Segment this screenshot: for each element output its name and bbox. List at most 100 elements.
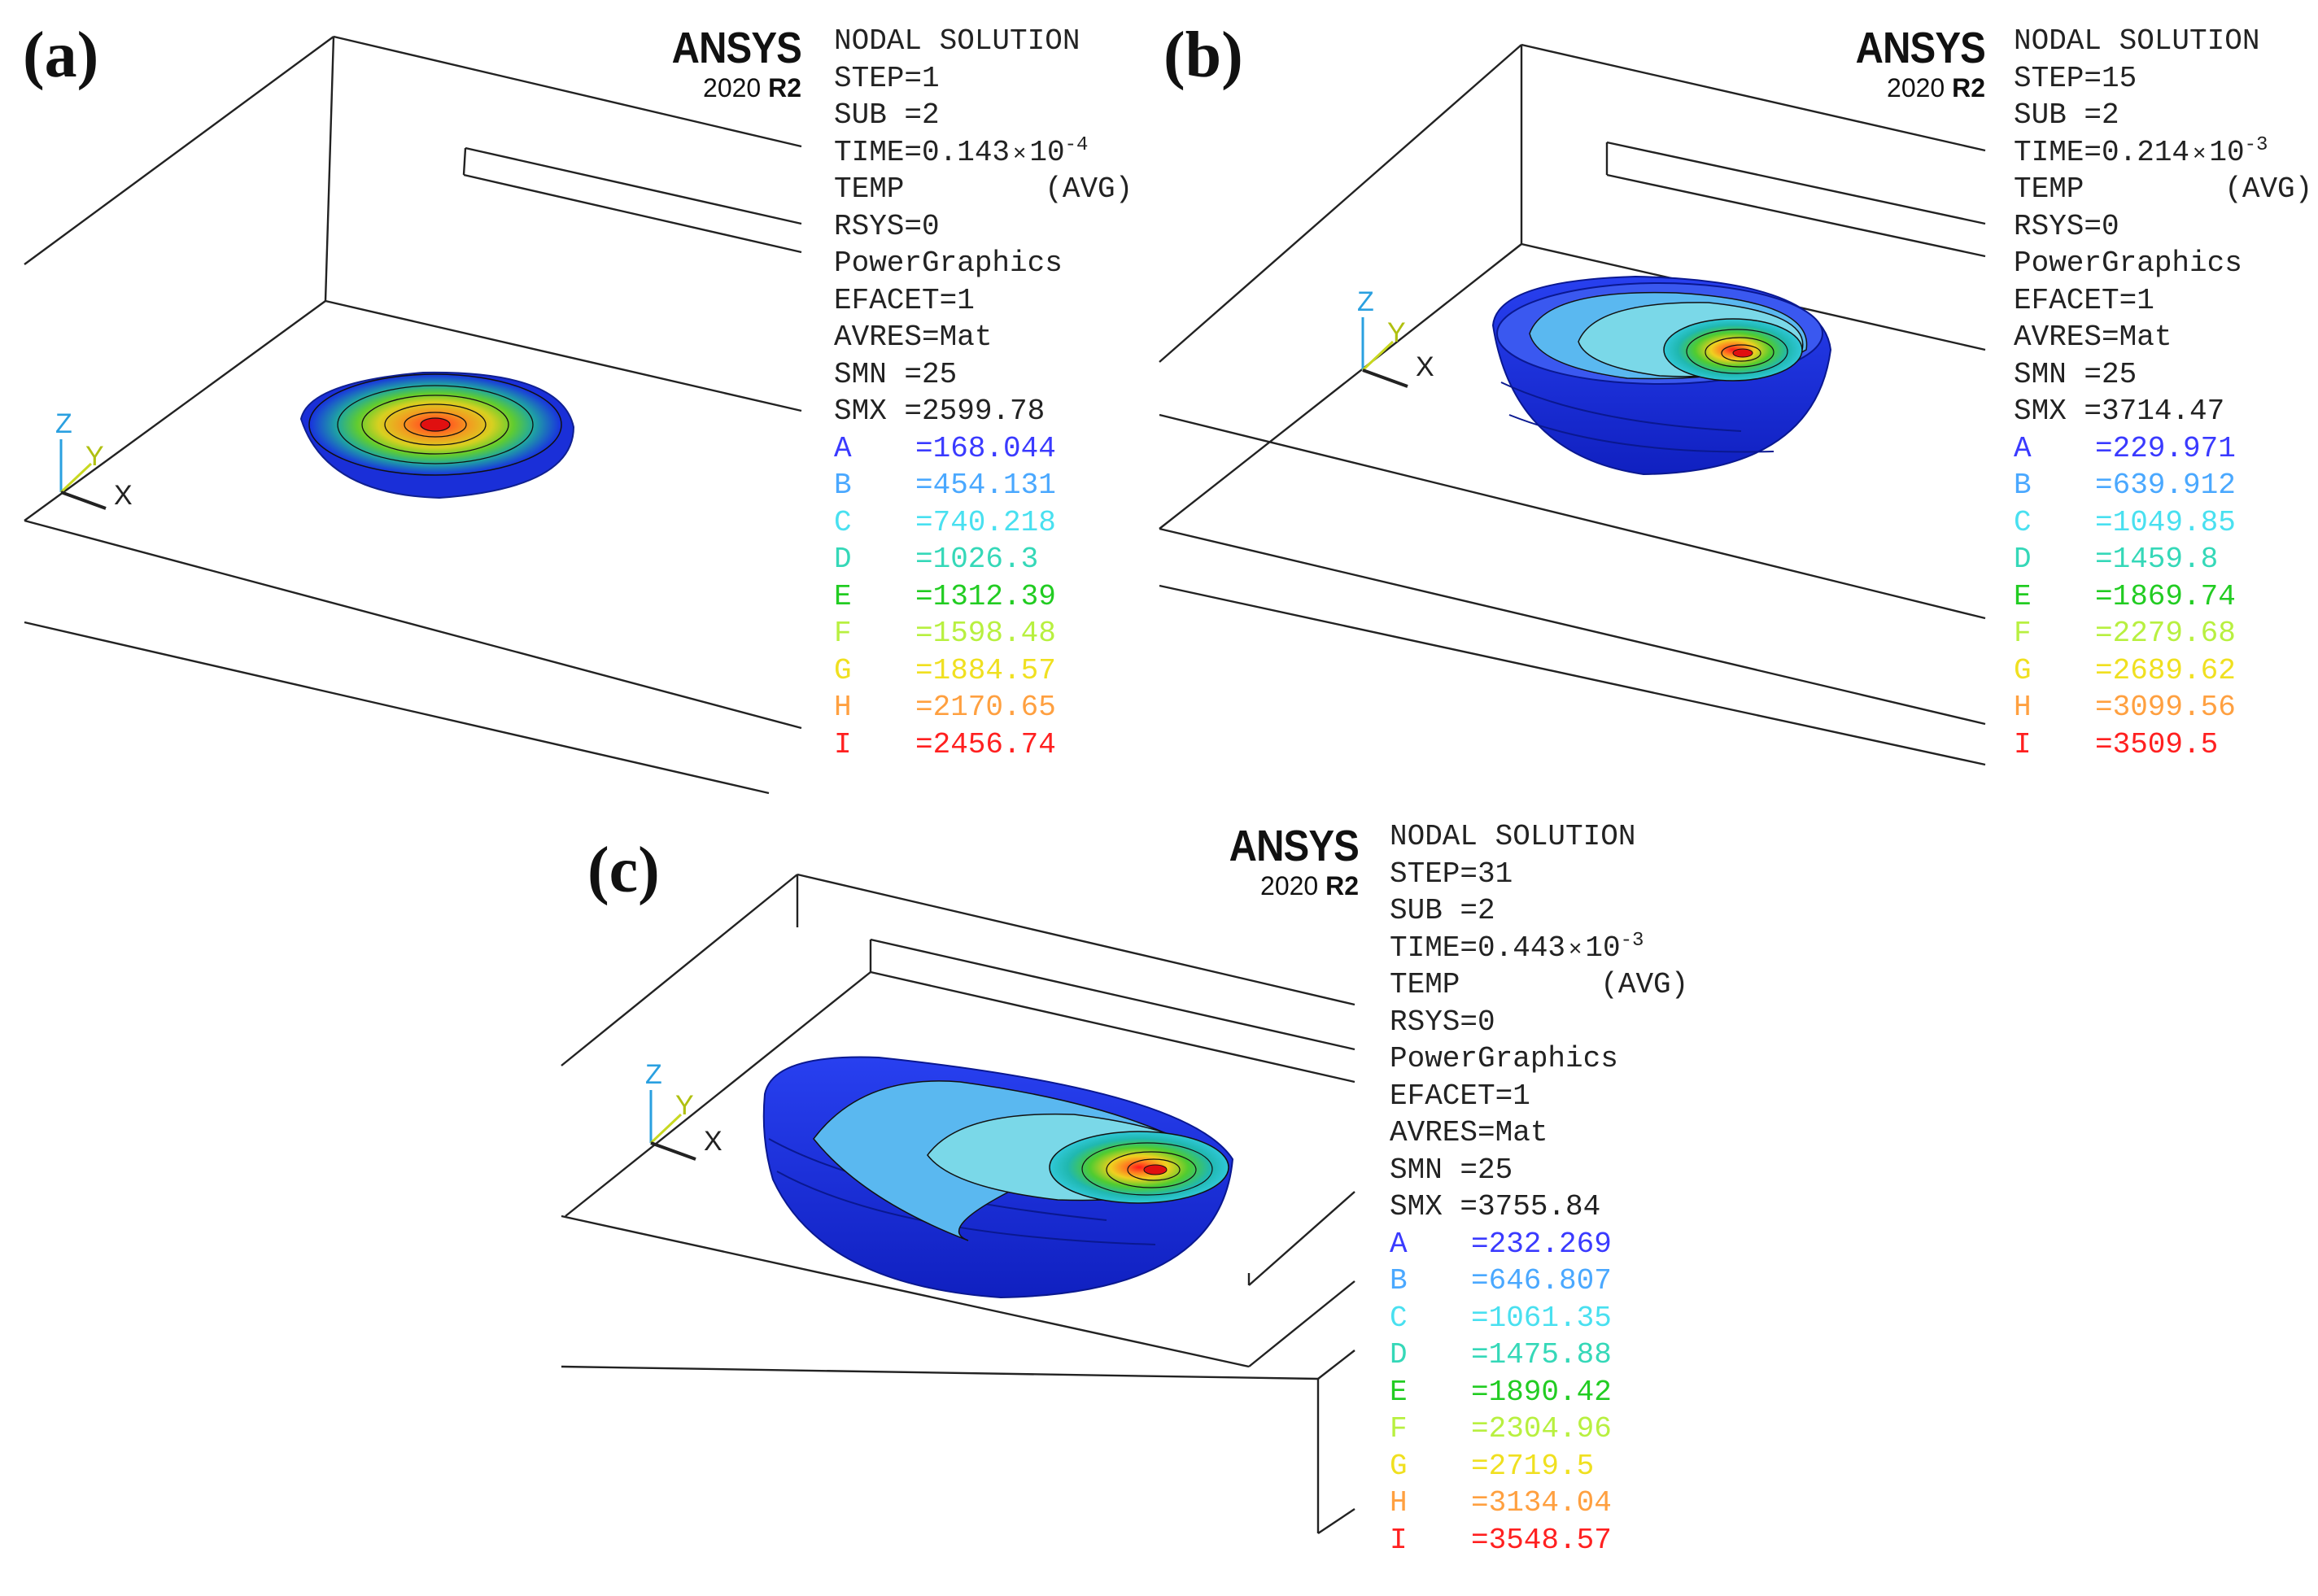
contour-letter: B xyxy=(2014,469,2032,502)
legend-header-line: NODAL SOLUTION xyxy=(834,24,1080,58)
ansys-release: R2 xyxy=(768,73,801,102)
contour-value: =1869.74 xyxy=(2095,579,2236,613)
contour-letter: D xyxy=(834,543,852,576)
contour-letter: E xyxy=(834,579,852,613)
contour-entry-b: B=646.807 xyxy=(1390,1262,1688,1300)
panel-a-geometry xyxy=(24,35,802,795)
contour-value: =2456.74 xyxy=(915,727,1056,761)
panel-label-c: (c) xyxy=(587,835,660,906)
contour-value: =3099.56 xyxy=(2095,691,2236,724)
contour-value: =232.269 xyxy=(1471,1227,1612,1261)
axis-z-label: Z xyxy=(1357,286,1374,317)
legend-info-line: RSYS=0 xyxy=(834,209,940,243)
legend-info-line: SMN =25 xyxy=(834,357,958,391)
contour-value: =1026.3 xyxy=(915,543,1039,576)
ansys-release: R2 xyxy=(1325,871,1359,900)
legend-info-line: TEMP (AVG) xyxy=(2014,172,2313,206)
ansys-release: R2 xyxy=(1952,73,1985,102)
legend-info-line: PowerGraphics xyxy=(2014,246,2242,280)
contour-entry-c: C =740.218 xyxy=(834,504,1133,542)
legend-header-line: NODAL SOLUTION xyxy=(1390,820,1636,853)
ansys-brand: ANSYS xyxy=(1229,822,1360,870)
contour-entry-e: E=1890.42 xyxy=(1390,1374,1688,1411)
contour-value: =740.218 xyxy=(915,505,1056,539)
legend-info-line: SMN =25 xyxy=(2014,357,2137,391)
legend-header-line: STEP=31 xyxy=(1390,857,1513,891)
contour-entry-f: F =1598.48 xyxy=(834,615,1133,652)
legend-header-line: SUB =2 xyxy=(2014,98,2119,132)
contour-letter: C xyxy=(1390,1301,1408,1335)
legend-info-line: AVRES=Mat xyxy=(2014,321,2172,354)
contour-entry-e: E=1869.74 xyxy=(2014,578,2312,616)
axis-y-label: Y xyxy=(1387,317,1406,348)
ansys-brand: ANSYS xyxy=(1855,24,1986,72)
legend-info-line: SMX =3714.47 xyxy=(2014,395,2225,428)
contour-letter: F xyxy=(834,617,852,650)
contour-letter: D xyxy=(1390,1338,1408,1371)
legend-info-line: PowerGraphics xyxy=(1390,1042,1618,1075)
legend-info-line: TEMP (AVG) xyxy=(1390,968,1689,1001)
panel-label-b: (b) xyxy=(1163,20,1243,91)
panel-b-melt-pool xyxy=(1491,275,1832,476)
contour-letter: H xyxy=(2014,691,2032,724)
contour-value: =229.971 xyxy=(2095,431,2236,465)
contour-value: =1884.57 xyxy=(915,653,1056,687)
legend-header-line: SUB =2 xyxy=(834,98,940,132)
legend-header-line: STEP=1 xyxy=(834,61,940,95)
contour-value: =168.044 xyxy=(915,431,1056,465)
panel-c-legend: NODAL SOLUTION STEP=31 SUB =2 TIME=0.443… xyxy=(1390,818,1688,1559)
contour-letter: A xyxy=(834,431,852,465)
panel-c-ansys-logo: ANSYS 2020 R2 xyxy=(1200,822,1360,900)
contour-letter: F xyxy=(2014,617,2032,650)
contour-entry-d: D=1475.88 xyxy=(1390,1337,1688,1374)
contour-entry-c: C=1049.85 xyxy=(2014,504,2312,542)
contour-letter: F xyxy=(1390,1412,1408,1446)
legend-info-line: SMX =2599.78 xyxy=(834,395,1046,428)
contour-value: =3509.5 xyxy=(2095,727,2219,761)
panel-a-legend: NODAL SOLUTION STEP=1 SUB =2 TIME=0.143×… xyxy=(834,23,1133,763)
contour-entry-g: G=2719.5 xyxy=(1390,1448,1688,1485)
contour-entry-c: C =1061.35 xyxy=(1390,1300,1688,1337)
contour-entry-b: B =639.912 xyxy=(2014,467,2312,504)
legend-info-line: AVRES=Mat xyxy=(834,321,993,354)
axis-x-label: X xyxy=(114,480,133,511)
contour-value: =2279.68 xyxy=(2095,617,2236,650)
contour-letter: C xyxy=(834,505,852,539)
contour-entry-b: B =454.131 xyxy=(834,467,1133,504)
contour-value: =639.912 xyxy=(2095,469,2236,502)
contour-value: =1598.48 xyxy=(915,617,1056,650)
legend-info-line: SMX =3755.84 xyxy=(1390,1190,1601,1223)
panel-b-geometry xyxy=(1159,43,1986,766)
axis-y-label: Y xyxy=(675,1090,694,1121)
contour-value: =2170.65 xyxy=(915,691,1056,724)
contour-value: =3134.04 xyxy=(1471,1486,1612,1520)
contour-entry-h: H =3099.56 xyxy=(2014,689,2312,726)
contour-value: =2689.62 xyxy=(2095,653,2236,687)
panel-c-geometry xyxy=(561,873,1355,1534)
legend-info-line: AVRES=Mat xyxy=(1390,1116,1548,1149)
contour-entry-g: G=1884.57 xyxy=(834,652,1133,690)
contour-entry-a: A =168.044 xyxy=(834,430,1133,468)
contour-letter: D xyxy=(2014,543,2032,576)
contour-entry-h: H=2170.65 xyxy=(834,689,1133,726)
contour-value: =2719.5 xyxy=(1471,1449,1595,1483)
contour-entry-f: F =2304.96 xyxy=(1390,1411,1688,1448)
legend-header-line: SUB =2 xyxy=(1390,894,1495,927)
axis-x-label: X xyxy=(1416,351,1434,382)
legend-info-line: PowerGraphics xyxy=(834,246,1063,280)
contour-entry-i: I=3548.57 xyxy=(1390,1522,1688,1559)
contour-entry-i: I=3509.5 xyxy=(2014,726,2312,764)
contour-entry-g: G=2689.62 xyxy=(2014,652,2312,690)
legend-info-line: EFACET=1 xyxy=(1390,1079,1530,1113)
contour-letter: B xyxy=(834,469,852,502)
contour-letter: E xyxy=(1390,1375,1408,1409)
legend-time-line: TIME=0.443×10-3 xyxy=(1390,929,1644,965)
panel-c-axis-triad: Z Y X xyxy=(645,1059,722,1161)
axis-z-label: Z xyxy=(645,1059,662,1090)
panel-b-axis-triad: Z Y X xyxy=(1357,286,1434,388)
contour-value: =454.131 xyxy=(915,469,1056,502)
contour-value: =1061.35 xyxy=(1471,1301,1612,1335)
contour-value: =2304.96 xyxy=(1471,1412,1612,1446)
panel-label-a: (a) xyxy=(23,20,99,91)
